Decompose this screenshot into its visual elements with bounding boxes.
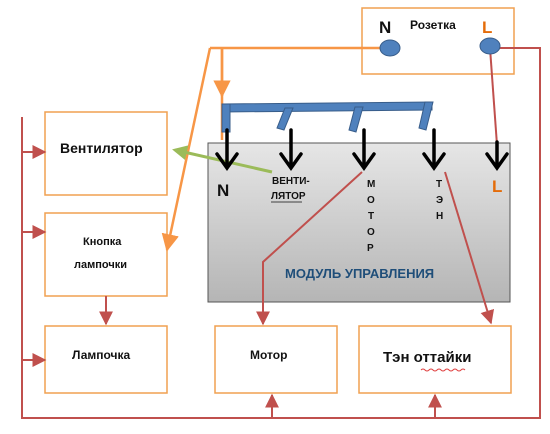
- module-title: МОДУЛЬ УПРАВЛЕНИЯ: [285, 266, 434, 281]
- pin-arrow-n: [215, 128, 239, 172]
- socket-pin-l-label: L: [482, 18, 492, 37]
- defrost-heater-label: Тэн оттайки: [383, 349, 471, 366]
- ten-letter-2: Э: [436, 195, 443, 206]
- orange-wire-n-to-button: [161, 47, 212, 252]
- pin-arrow-motor: [352, 128, 376, 172]
- motor-letter-5: Р: [367, 243, 374, 254]
- motor-box: [214, 325, 338, 394]
- module-pin-n-label: N: [217, 181, 229, 200]
- pin-arrow-ventilator: [279, 128, 303, 172]
- ventilator-label: Вентилятор: [60, 140, 143, 156]
- ten-letter-1: Т: [436, 179, 442, 190]
- module-vent-label-2: ЛЯТОР: [271, 191, 306, 202]
- lamp-button-label-2: лампочки: [74, 259, 127, 271]
- motor-letter-4: О: [367, 227, 375, 238]
- lamp-button-box: [44, 212, 168, 297]
- module-pin-l-label: L: [492, 177, 502, 196]
- defrost-heater-box: [358, 325, 512, 394]
- socket-pin-n-label: N: [379, 18, 391, 37]
- socket-pin-l: [479, 37, 501, 55]
- spellcheck-underline: [420, 368, 466, 372]
- ten-letter-3: Н: [436, 211, 443, 222]
- module-pin-arrows: [215, 128, 509, 172]
- lamp-box: [44, 325, 168, 394]
- module-vent-label-1: ВЕНТИ-: [272, 176, 310, 187]
- motor-letter-3: Т: [368, 211, 374, 222]
- pin-arrow-heater: [422, 128, 446, 172]
- motor-letter-2: О: [367, 195, 375, 206]
- ventilator-box: [44, 111, 168, 196]
- socket-pin-n: [379, 39, 401, 57]
- motor-letter-1: М: [367, 179, 375, 190]
- red-wire-l-down: [489, 47, 498, 146]
- socket-title: Розетка: [410, 18, 456, 32]
- lamp-button-label-1: Кнопка: [83, 236, 122, 248]
- red-wire-outer-loop: [21, 47, 541, 419]
- red-wire-heater-output: [444, 171, 495, 325]
- blue-bus: [221, 101, 434, 133]
- red-wire-motor-output: [256, 171, 363, 326]
- motor-label: Мотор: [250, 348, 287, 362]
- pin-arrow-l: [485, 140, 509, 172]
- lamp-label: Лампочка: [72, 348, 131, 362]
